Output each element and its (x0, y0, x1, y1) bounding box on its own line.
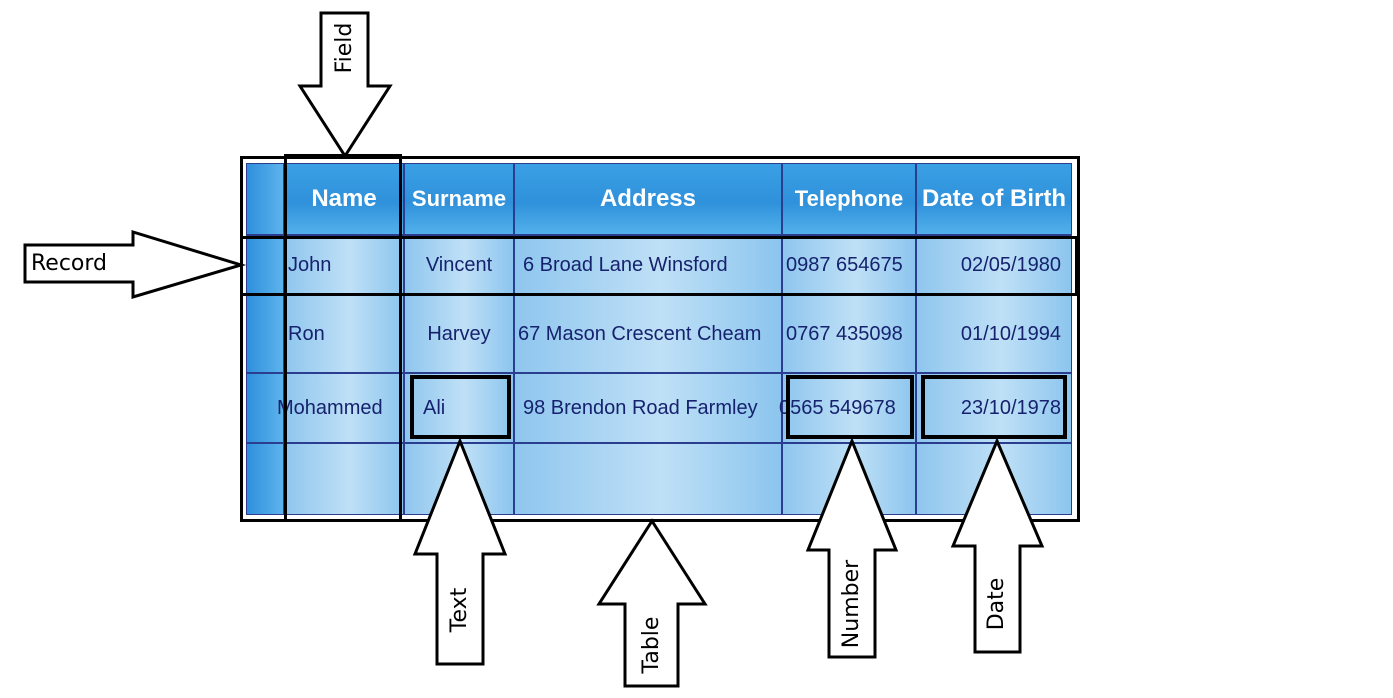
row-selector (246, 373, 284, 443)
cell-name: Mohammed (277, 373, 404, 443)
header-address: Address (514, 163, 782, 235)
cell-surname (404, 443, 514, 515)
cell-name (284, 443, 404, 515)
header-name: Name (284, 163, 404, 235)
row-selector (246, 443, 284, 515)
row-selector (246, 295, 284, 373)
cell-date-of-birth: 23/10/1978 (916, 373, 1072, 443)
header-date-of-birth: Date of Birth (916, 163, 1072, 235)
text-label: Text (447, 587, 472, 633)
cell-telephone (782, 443, 916, 515)
cell-telephone: 0987 654675 (782, 235, 916, 295)
header-telephone: Telephone (782, 163, 916, 235)
record-label: Record (31, 251, 108, 276)
cell-surname: Harvey (404, 295, 514, 373)
cell-address: 67 Mason Crescent Cheam (514, 295, 782, 373)
cell-date-of-birth (916, 443, 1072, 515)
cell-date-of-birth: 01/10/1994 (916, 295, 1072, 373)
row-selector (246, 235, 284, 295)
cell-surname: Vincent (404, 235, 514, 295)
number-label: Number (839, 559, 864, 649)
cell-telephone: 0767 435098 (782, 295, 916, 373)
cell-surname: Ali (404, 373, 514, 443)
cell-name: Ron (284, 295, 404, 373)
table-label: Table (639, 616, 664, 674)
cell-address (514, 443, 782, 515)
row-header-corner (246, 163, 284, 235)
data-table: Name Surname Address Telephone Date of B… (246, 163, 1072, 515)
cell-address: 98 Brendon Road Farmley (514, 373, 782, 443)
cell-date-of-birth: 02/05/1980 (916, 235, 1072, 295)
header-surname: Surname (404, 163, 514, 235)
cell-name: John (284, 235, 404, 295)
cell-address: 6 Broad Lane Winsford (514, 235, 782, 295)
field-label: Field (332, 22, 357, 74)
date-label: Date (984, 577, 1009, 631)
cell-telephone: 0565 549678 (779, 373, 916, 443)
